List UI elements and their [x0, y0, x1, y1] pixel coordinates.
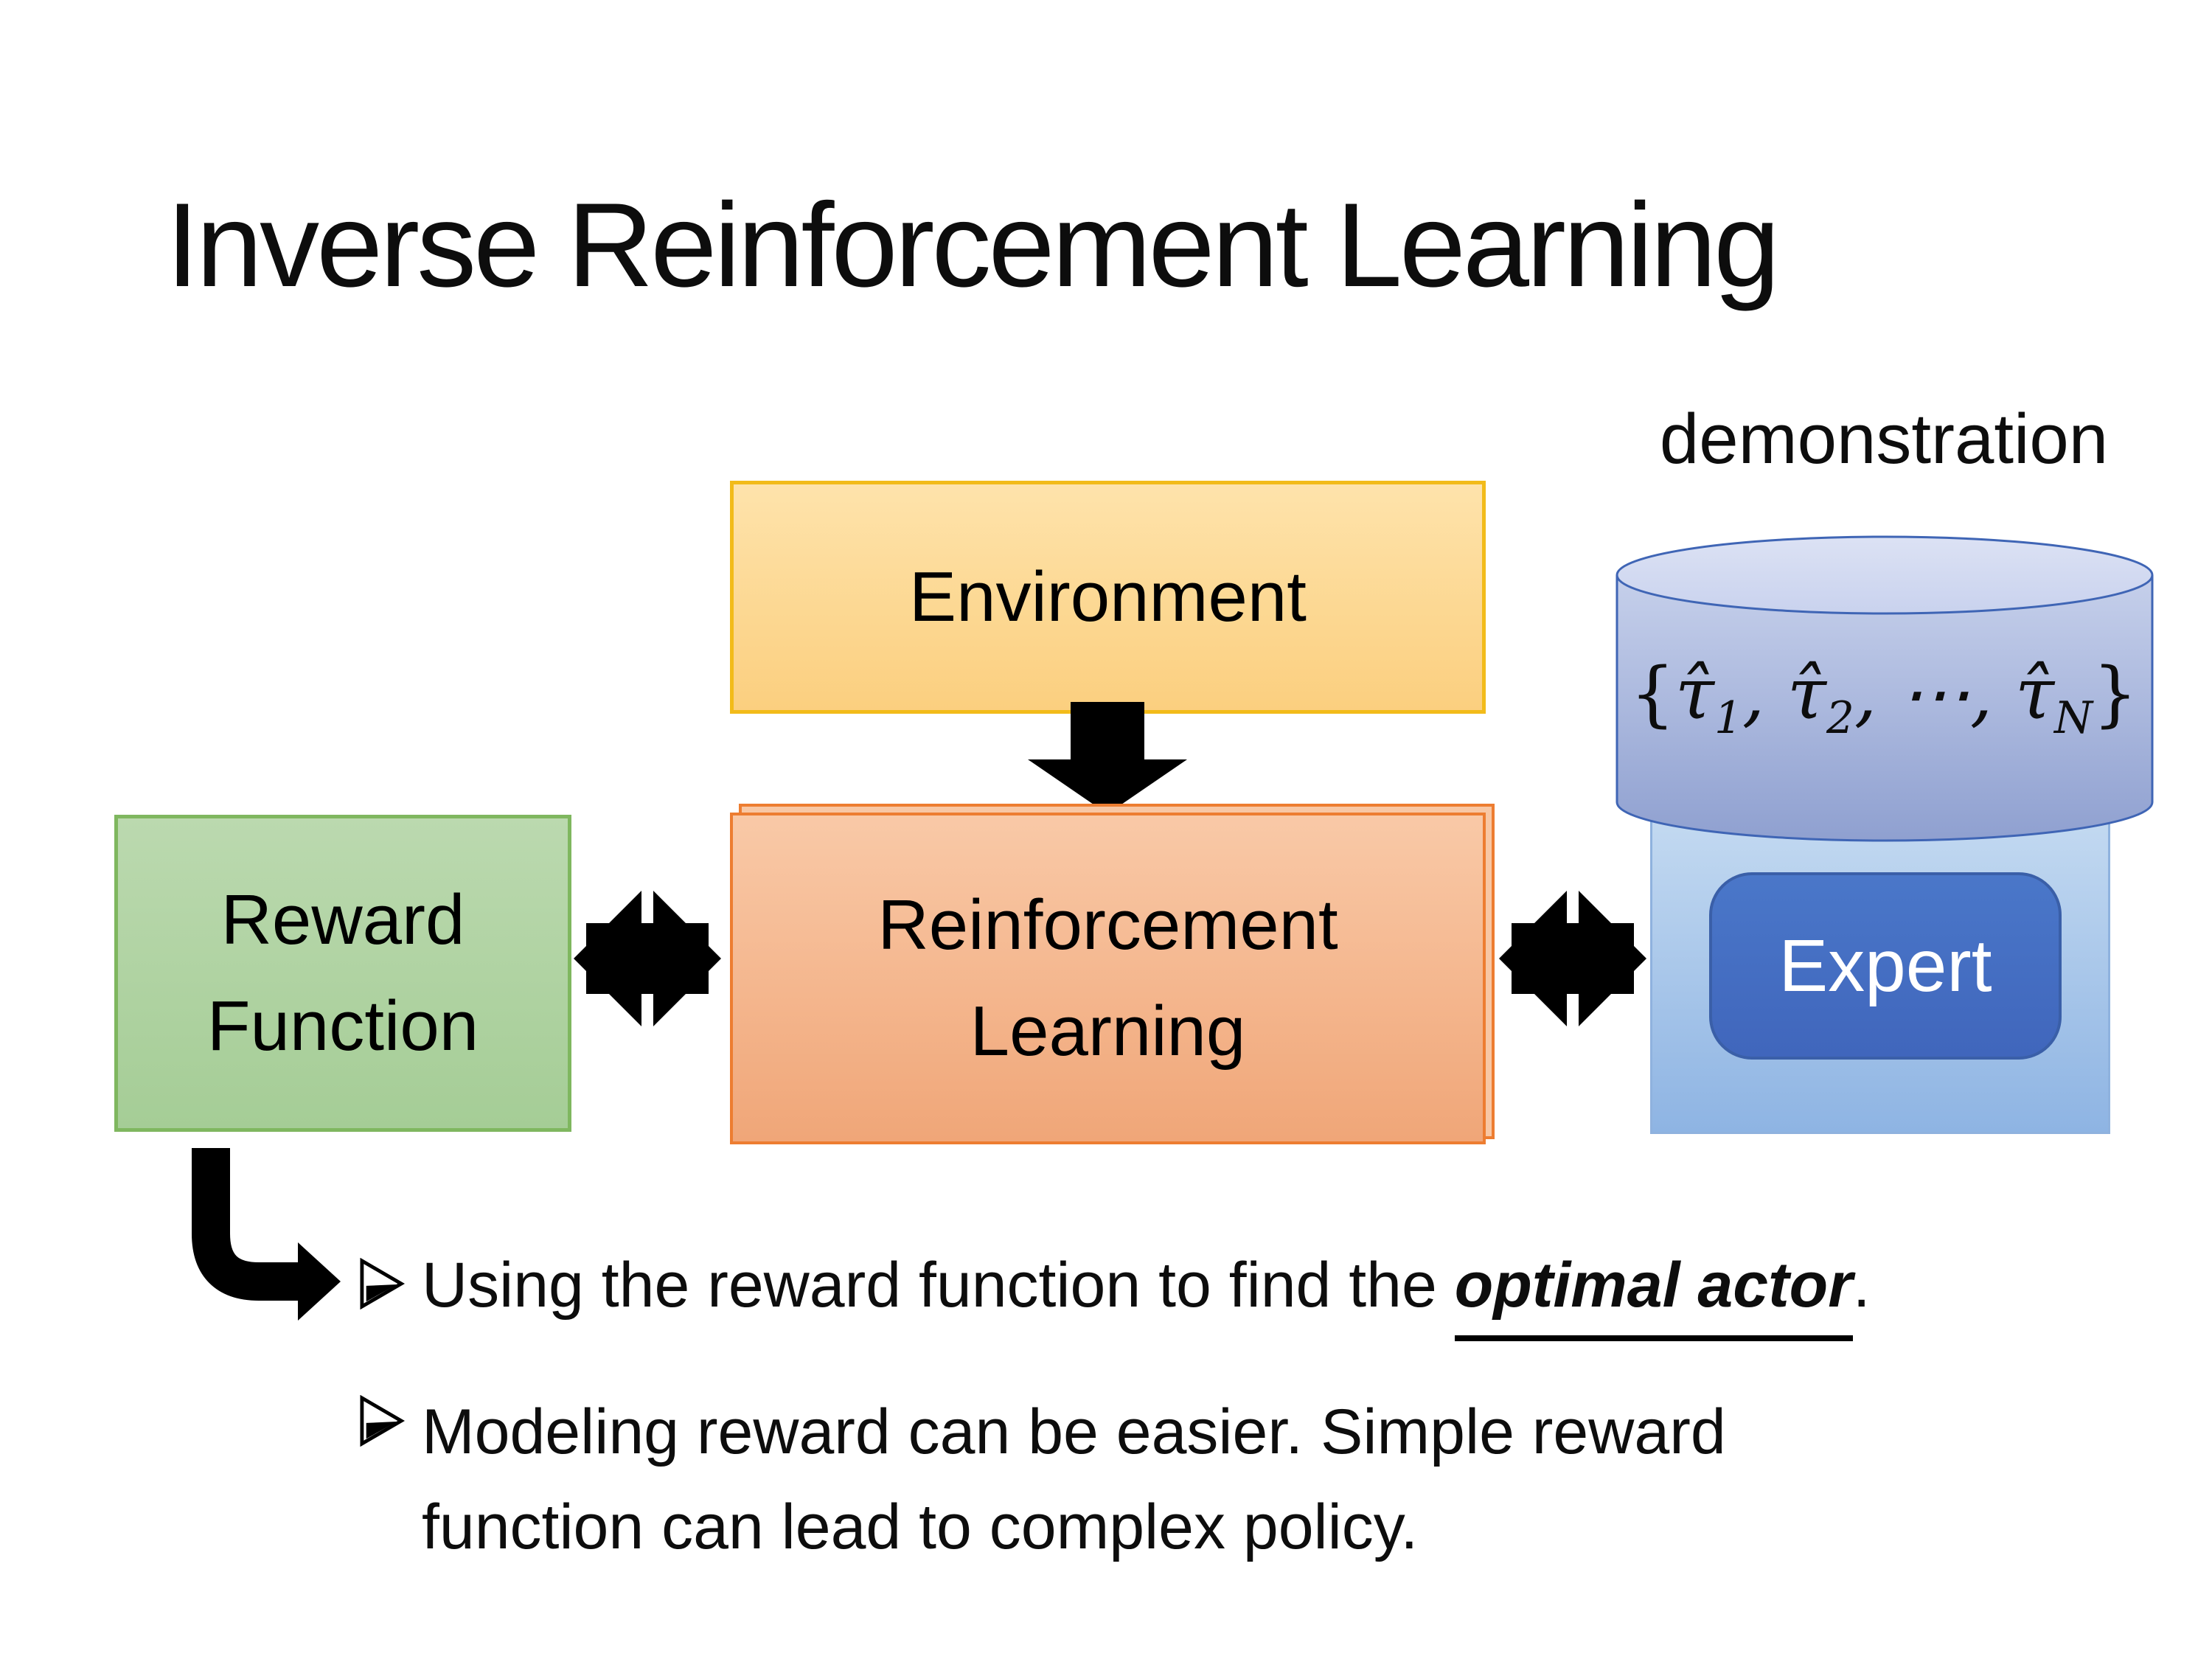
formula-sep3: ,: [1969, 653, 2015, 735]
expert-box: Expert: [1709, 872, 2062, 1060]
formula-tau1: τ̂: [1674, 653, 1714, 735]
environment-label: Environment: [909, 557, 1307, 636]
expert-label: Expert: [1778, 924, 1992, 1007]
bullet-1-emphasis: optimal actor: [1454, 1248, 1853, 1342]
trajectory-set-formula: {τ̂1, τ̂2, ⋯, τ̂N}: [1626, 653, 2142, 744]
formula-rbrace: }: [2093, 653, 2138, 735]
arrowhead-right-icon: [360, 1395, 406, 1447]
reinforcement-learning-box: Reinforcement Learning: [730, 813, 1486, 1144]
bullet-1-prefix: Using the reward function to find the: [422, 1250, 1455, 1321]
bullet-2-line2: function can lead to complex policy.: [422, 1492, 1419, 1562]
formula-tau2: τ̂: [1787, 653, 1826, 735]
bullet-item-2: Modeling reward can be easier. Simple re…: [360, 1385, 2129, 1575]
arrowhead-right-icon: [360, 1258, 406, 1310]
down-arrow-icon: [1028, 702, 1187, 814]
rl-label-line2: Learning: [970, 992, 1246, 1071]
reinforcement-learning-label: Reinforcement Learning: [877, 872, 1338, 1085]
reward-function-label: Reward Function: [207, 867, 479, 1079]
reward-label-line2: Function: [206, 987, 479, 1065]
slide-title: Inverse Reinforcement Learning: [166, 178, 1780, 312]
bullet-1-suffix: .: [1852, 1250, 1871, 1321]
formula-lbrace: {: [1630, 653, 1675, 735]
bullet-1-text: Using the reward function to find the op…: [422, 1248, 1871, 1342]
formula-sep1: ,: [1742, 653, 1787, 735]
bullet-item-1: Using the reward function to find the op…: [360, 1248, 2129, 1342]
formula-sub2: 2: [1826, 693, 1854, 745]
rl-label-line1: Reinforcement: [877, 886, 1338, 964]
formula-tau3: τ̂: [2014, 653, 2055, 735]
reward-function-box: Reward Function: [114, 815, 571, 1132]
double-arrow-icon: [574, 885, 721, 1032]
double-arrow-icon: [1499, 885, 1646, 1032]
formula-sub1: 1: [1714, 693, 1742, 745]
bullet-2-text: Modeling reward can be easier. Simple re…: [422, 1385, 1726, 1575]
environment-box: Environment: [730, 481, 1486, 714]
caption-line-1: demonstration: [1659, 400, 2109, 479]
formula-sep2: ,: [1854, 653, 1899, 735]
reward-label-line1: Reward: [220, 880, 465, 959]
database-cylinder-icon: [1615, 535, 2154, 842]
elbow-arrow-icon: [192, 1148, 341, 1321]
formula-sub3: N: [2054, 693, 2093, 745]
formula-dots: ⋯: [1899, 653, 1970, 735]
bullet-2-line1: Modeling reward can be easier. Simple re…: [422, 1397, 1726, 1467]
